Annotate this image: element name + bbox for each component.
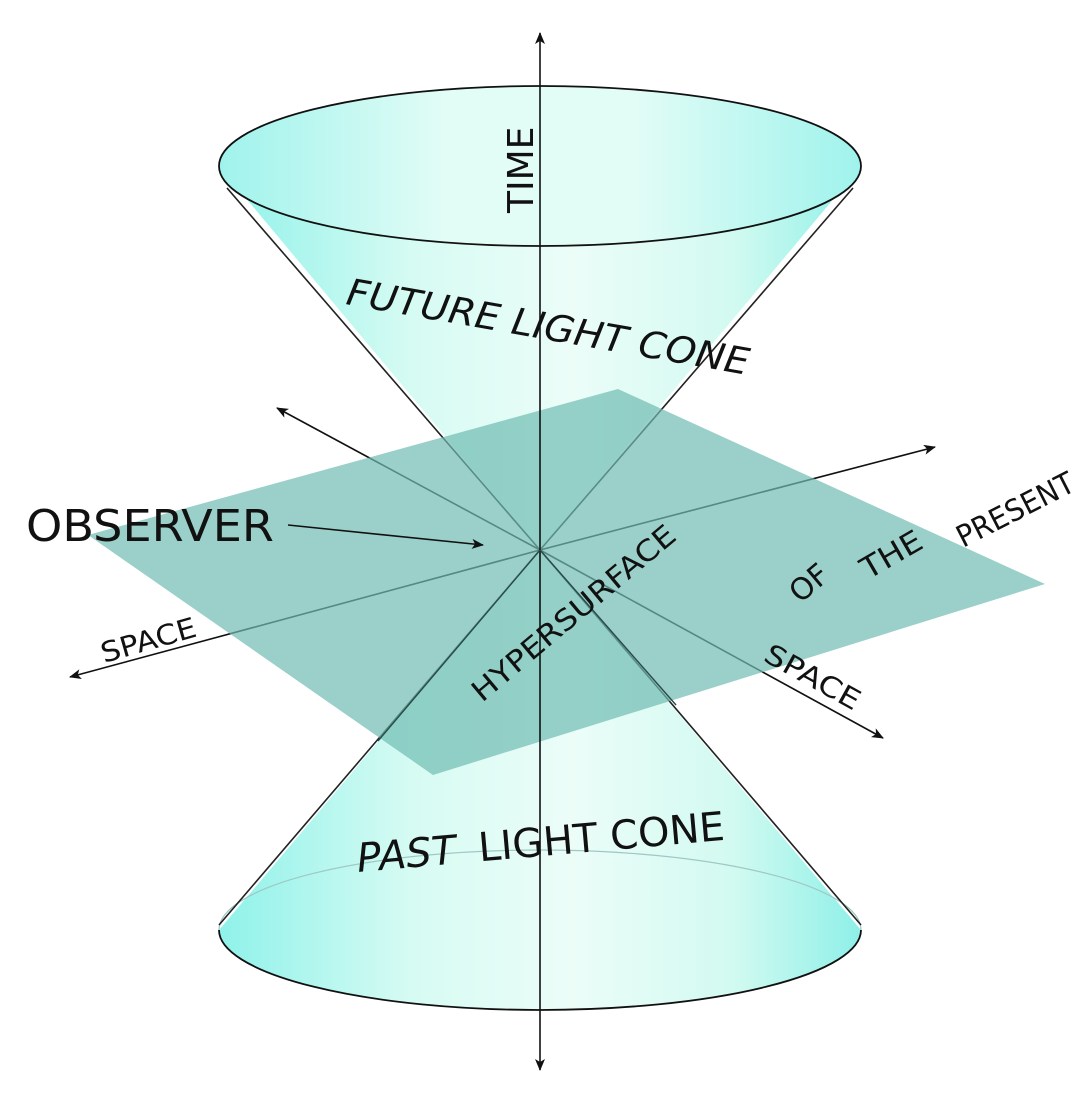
observer-label: OBSERVER bbox=[26, 501, 274, 552]
hypersurface-plane bbox=[88, 389, 1045, 775]
observer-pointer-arrow bbox=[287, 524, 484, 549]
past-word: PAST bbox=[355, 827, 462, 882]
present-label: PRESENT bbox=[951, 466, 1080, 556]
past-cone-left-edge-over-plane bbox=[377, 549, 541, 742]
past-cone-right-edge-over-plane bbox=[539, 549, 677, 706]
space-left-label: SPACE bbox=[97, 611, 200, 670]
time-label: TIME bbox=[501, 127, 542, 214]
